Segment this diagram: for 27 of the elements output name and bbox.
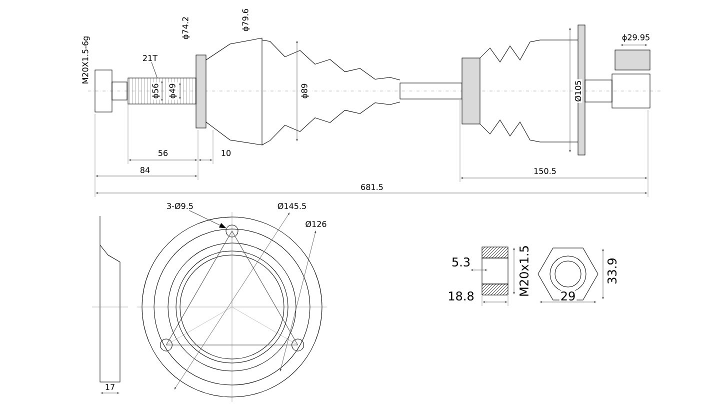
dimension-label: 17	[104, 383, 116, 391]
bolt-hole	[226, 224, 238, 238]
dimension-label: 681.5	[360, 182, 384, 192]
leader-label: 3-Ø9.5	[166, 202, 194, 210]
dimension-label: 29	[559, 290, 577, 302]
dimension-label: 18.8	[446, 290, 476, 302]
dimension-label: ϕ79.6	[241, 7, 251, 33]
dimension-label: M20x1.5	[518, 244, 530, 298]
spline-shaft	[128, 78, 196, 104]
dimension-label: Ø126	[304, 220, 328, 228]
dimension-label: M20X1.5-6g	[81, 34, 91, 86]
dimension-label: ϕ74.2	[181, 15, 191, 41]
dimension-label: 84	[138, 166, 152, 174]
leader-line	[151, 62, 158, 78]
dimension-label: 33.9	[606, 256, 618, 286]
dimension-label: 5.3	[450, 256, 472, 268]
dimension-label: Ø145.5	[276, 202, 308, 210]
dimension-label: ϕ49	[168, 82, 178, 100]
leader-line	[189, 210, 226, 228]
dimension-label: ϕ89	[300, 82, 310, 100]
dimension-label: 150.5	[532, 166, 558, 176]
dimension-label: ϕ29.95	[620, 33, 652, 43]
dimension-label: ϕ56	[151, 82, 161, 100]
leader-label: 21T	[141, 54, 159, 62]
dimension-label: 56	[156, 148, 170, 158]
dimension-label: Ø105	[574, 79, 582, 103]
dimension-label: 10	[220, 148, 232, 158]
